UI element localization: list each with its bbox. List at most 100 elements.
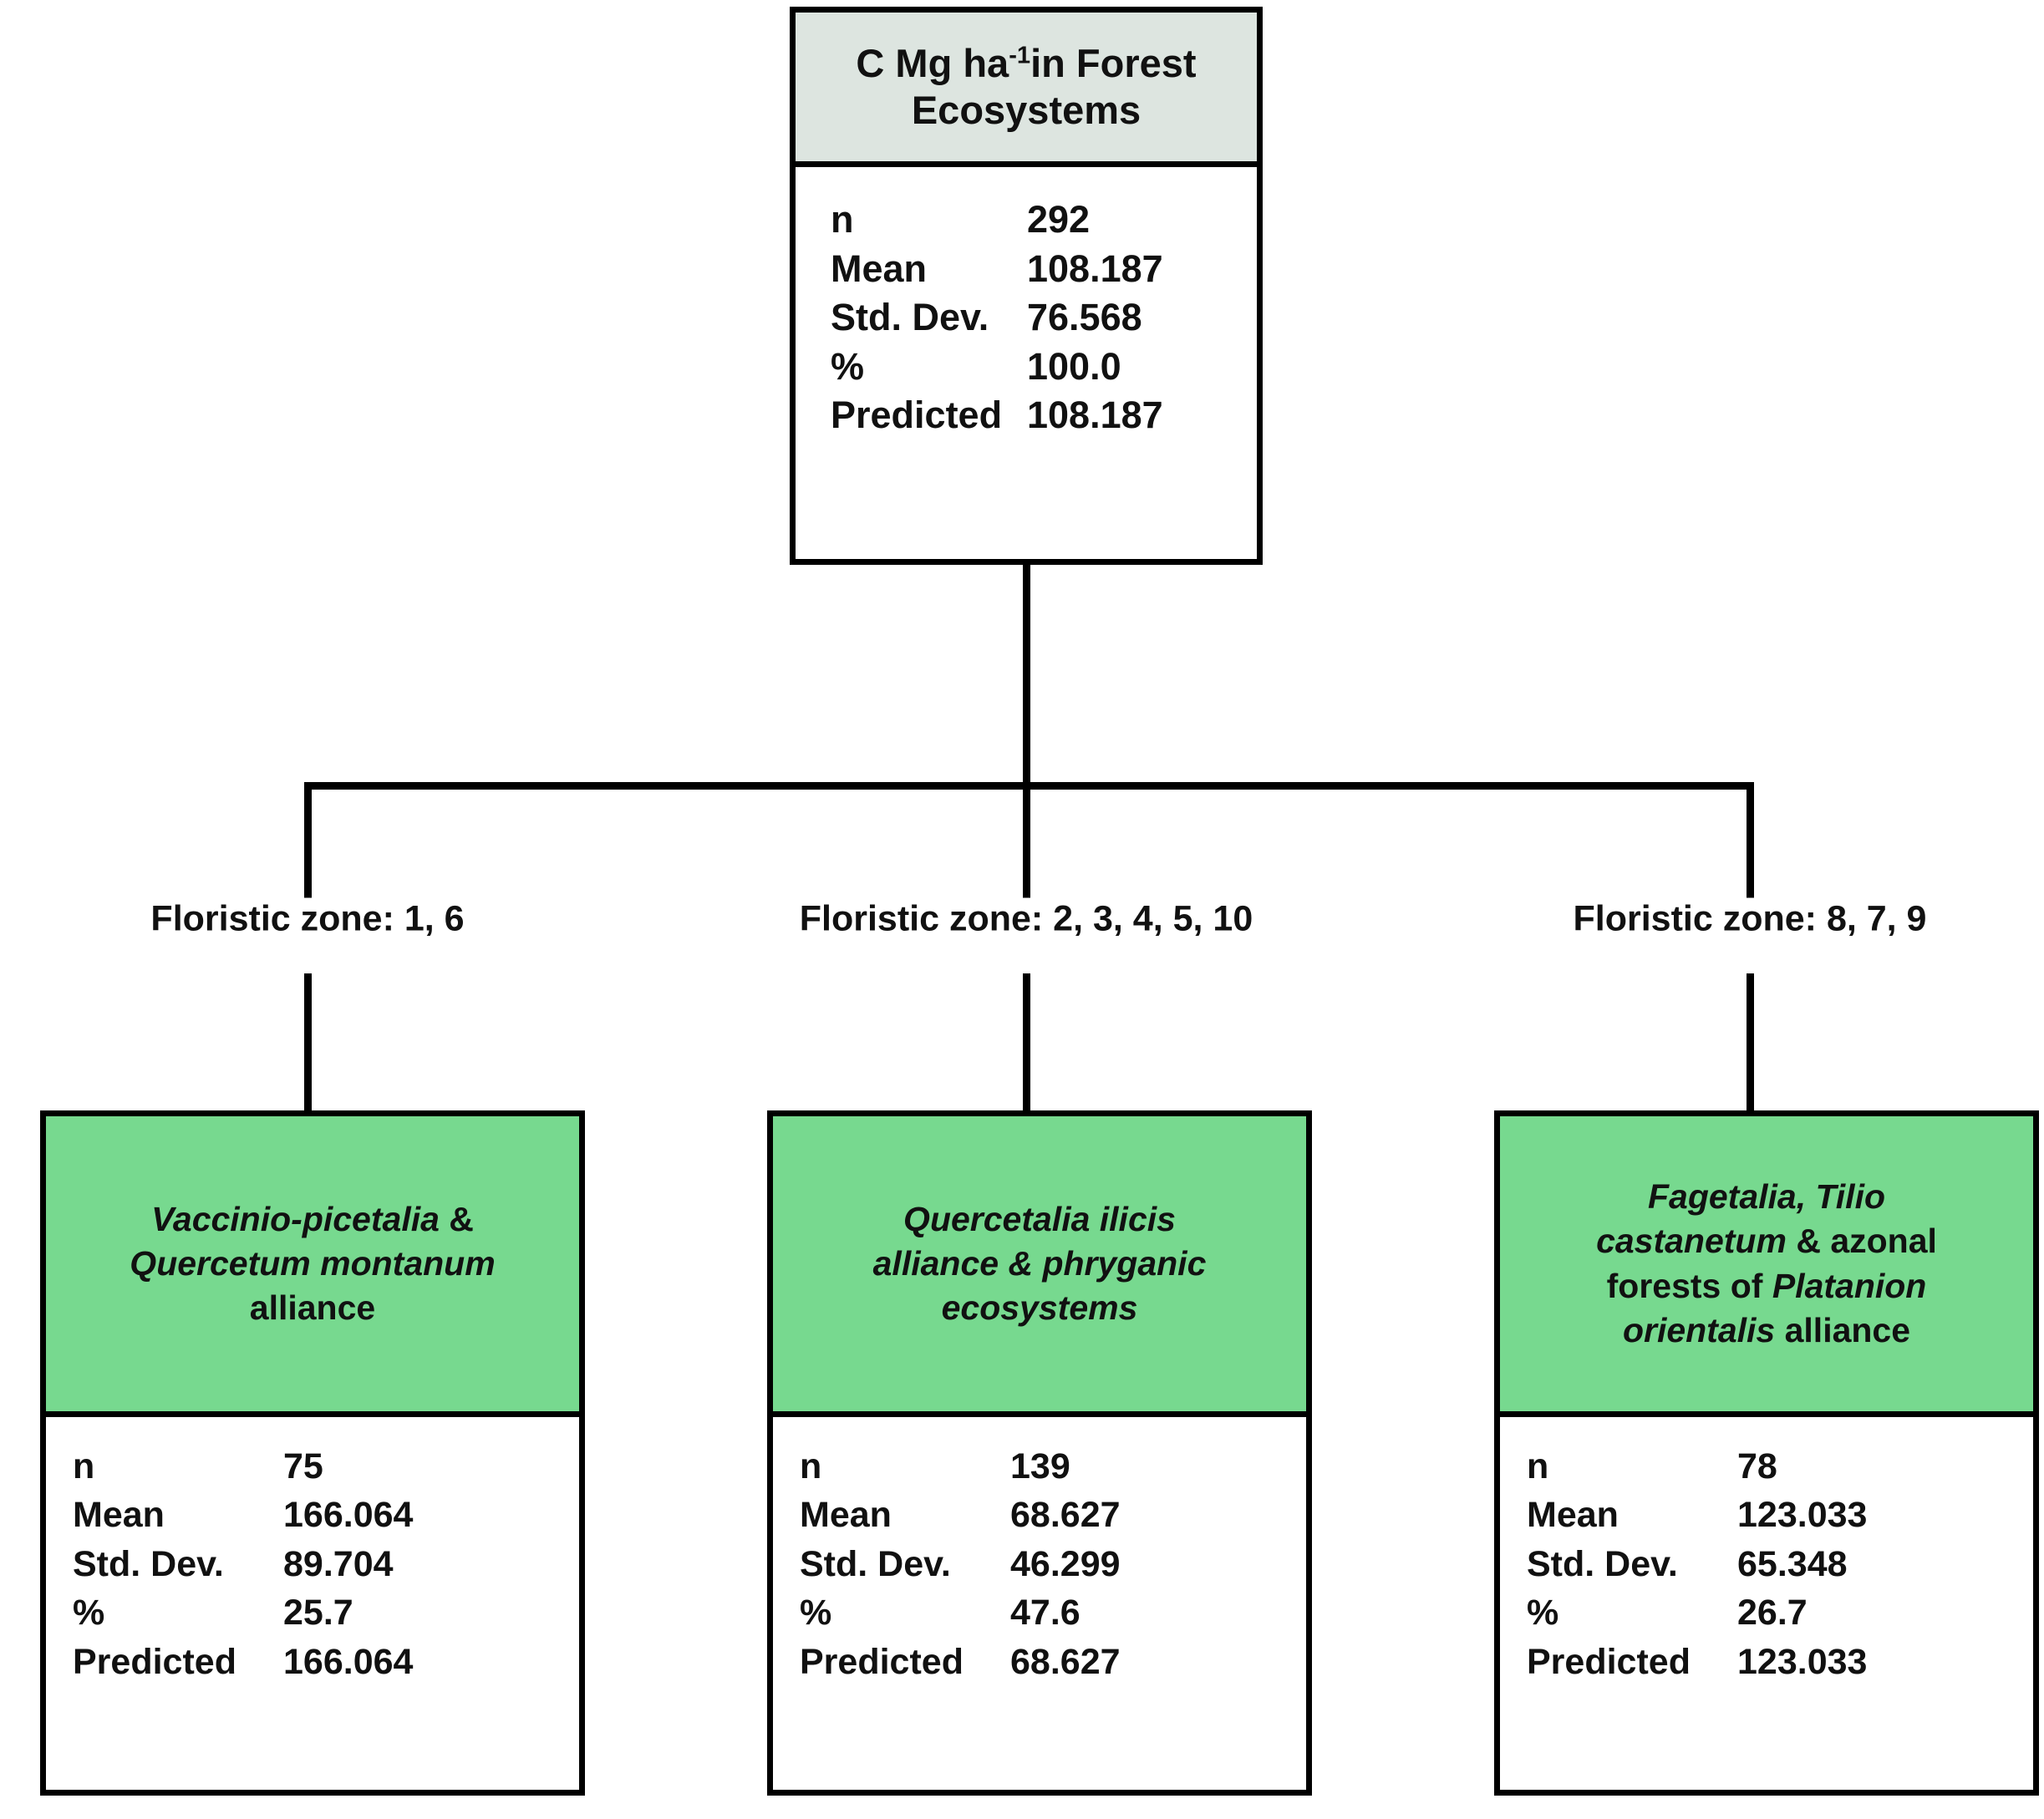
connector-drop-right-lower [1747,973,1754,1114]
stat-label-predicted: Predicted [800,1641,964,1682]
leaf-node-left-title: Vaccinio-picetalia & Quercetum montanum … [46,1116,579,1417]
stat-row-percent: % 25.7 [46,1588,579,1637]
leaf-node-left-stats: n 75 Mean 166.064 Std. Dev. 89.704 % 25.… [46,1417,579,1790]
stat-value-mean: 123.033 [1737,1495,1868,1536]
stat-label-mean: Mean [800,1495,892,1536]
connector-drop-left-upper [304,782,312,912]
stat-row-percent: % 100.0 [796,343,1257,392]
leaf-right-taxon-1: Fagetalia, Tilio [1647,1176,1886,1216]
connector-drop-left-lower [304,973,312,1114]
stat-label-percent: % [831,344,865,388]
connector-root-stem [1023,565,1030,789]
leaf-left-taxon-1: Vaccinio-picetalia [151,1199,440,1238]
stat-row-mean: Mean 123.033 [1500,1491,2033,1539]
stat-value-percent: 100.0 [1027,344,1121,388]
stat-label-std-dev: Std. Dev. [831,296,989,338]
stat-row-predicted: Predicted 123.033 [1500,1638,2033,1686]
connector-drop-middle-lower [1023,973,1030,1114]
stats-table: n 75 Mean 166.064 Std. Dev. 89.704 % 25.… [46,1442,579,1686]
stat-value-percent: 25.7 [283,1593,353,1634]
stat-value-n: 139 [1010,1446,1070,1486]
stat-value-mean: 68.627 [1010,1495,1121,1536]
leaf-right-azonal: & azonal [1786,1222,1937,1261]
leaf-node-middle-title: Quercetalia ilicis alliance & phryganic … [773,1116,1306,1417]
leaf-right-taxon-2: castanetum [1596,1222,1787,1261]
connector-drop-middle-upper [1023,782,1030,912]
stat-row-mean: Mean 68.627 [773,1491,1306,1539]
stat-row-predicted: Predicted 166.064 [46,1638,579,1686]
stat-label-std-dev: Std. Dev. [73,1543,224,1584]
stat-row-n: n 75 [46,1442,579,1491]
leaf-right-taxon-3: Platanion [1772,1266,1927,1305]
stat-label-std-dev: Std. Dev. [1527,1543,1678,1584]
connector-drop-right-upper [1747,782,1754,912]
stat-label-mean: Mean [1527,1495,1619,1536]
stats-table: n 78 Mean 123.033 Std. Dev. 65.348 % 26.… [1500,1442,2033,1686]
stats-table: n 139 Mean 68.627 Std. Dev. 46.299 % 47.… [773,1442,1306,1686]
branch-label-right: Floristic zone: 8, 7, 9 [1566,897,1934,941]
root-title-prefix: C Mg ha [856,40,1009,85]
leaf-left-taxon-2: Quercetum montanum [130,1243,496,1283]
stat-row-percent: % 47.6 [773,1588,1306,1637]
root-node: C Mg ha-1in Forest Ecosystems n 292 Mean… [790,7,1263,565]
stat-value-std-dev: 76.568 [1027,296,1142,338]
stat-value-predicted: 123.033 [1737,1641,1868,1682]
stat-label-percent: % [800,1593,832,1634]
stat-row-n: n 292 [796,196,1257,245]
stat-label-mean: Mean [73,1495,165,1536]
stat-label-mean: Mean [831,246,928,290]
leaf-right-alliance: alliance [1775,1310,1911,1349]
stat-value-n: 292 [1027,198,1091,241]
stat-row-mean: Mean 166.064 [46,1491,579,1539]
stat-value-std-dev: 65.348 [1737,1543,1848,1584]
leaf-node-middle: Quercetalia ilicis alliance & phryganic … [767,1110,1312,1796]
stat-row-std-dev: Std. Dev. 46.299 [773,1540,1306,1588]
leaf-middle-taxon-3: ecosystems [941,1288,1138,1328]
stat-row-std-dev: Std. Dev. 65.348 [1500,1540,2033,1588]
stat-row-n: n 139 [773,1442,1306,1491]
stat-row-std-dev: Std. Dev. 89.704 [46,1540,579,1588]
stat-label-predicted: Predicted [1527,1641,1691,1682]
leaf-node-right-stats: n 78 Mean 123.033 Std. Dev. 65.348 % 26.… [1500,1417,2033,1790]
branch-label-middle: Floristic zone: 2, 3, 4, 5, 10 [792,897,1260,941]
root-title-suffix: in Forest [1030,40,1197,85]
stat-value-predicted: 68.627 [1010,1641,1121,1682]
stat-value-percent: 26.7 [1737,1593,1808,1634]
branch-label-left: Floristic zone: 1, 6 [144,897,471,941]
stat-label-predicted: Predicted [831,394,1003,436]
stat-value-mean: 166.064 [283,1495,414,1536]
stat-row-std-dev: Std. Dev. 76.568 [796,293,1257,343]
stat-value-percent: 47.6 [1010,1593,1080,1634]
stat-row-predicted: Predicted 68.627 [773,1638,1306,1686]
stats-table: n 292 Mean 108.187 Std. Dev. 76.568 % 10… [796,196,1257,440]
leaf-node-right: Fagetalia, Tilio castanetum & azonal for… [1494,1110,2039,1796]
leaf-node-middle-stats: n 139 Mean 68.627 Std. Dev. 46.299 % 47.… [773,1417,1306,1790]
leaf-left-alliance: alliance [249,1288,376,1328]
stat-label-n: n [1527,1446,1549,1486]
stat-row-mean: Mean 108.187 [796,245,1257,294]
stat-label-n: n [800,1446,822,1486]
root-title-line2: Ecosystems [911,88,1141,132]
stat-value-std-dev: 89.704 [283,1543,394,1584]
leaf-middle-taxon-2: alliance & phryganic [872,1243,1207,1283]
leaf-right-forests-of: forests of [1606,1266,1772,1305]
leaf-node-right-title: Fagetalia, Tilio castanetum & azonal for… [1500,1116,2033,1417]
root-node-stats: n 292 Mean 108.187 Std. Dev. 76.568 % 10… [796,167,1257,559]
stat-value-predicted: 166.064 [283,1641,414,1682]
root-title-superscript: -1 [1009,41,1031,69]
root-node-title: C Mg ha-1in Forest Ecosystems [796,13,1257,167]
stat-label-n: n [73,1446,95,1486]
stat-value-n: 75 [283,1446,323,1486]
stat-label-percent: % [1527,1593,1559,1634]
stat-label-n: n [831,198,854,241]
stat-label-predicted: Predicted [73,1641,236,1682]
stat-value-predicted: 108.187 [1027,394,1163,436]
leaf-right-taxon-4: orientalis [1622,1310,1776,1349]
stat-label-percent: % [73,1593,105,1634]
leaf-middle-taxon-1: Quercetalia ilicis [903,1199,1176,1238]
stat-row-percent: % 26.7 [1500,1588,2033,1637]
leaf-left-amp: & [439,1199,474,1238]
stat-row-predicted: Predicted 108.187 [796,391,1257,440]
stat-value-std-dev: 46.299 [1010,1543,1121,1584]
